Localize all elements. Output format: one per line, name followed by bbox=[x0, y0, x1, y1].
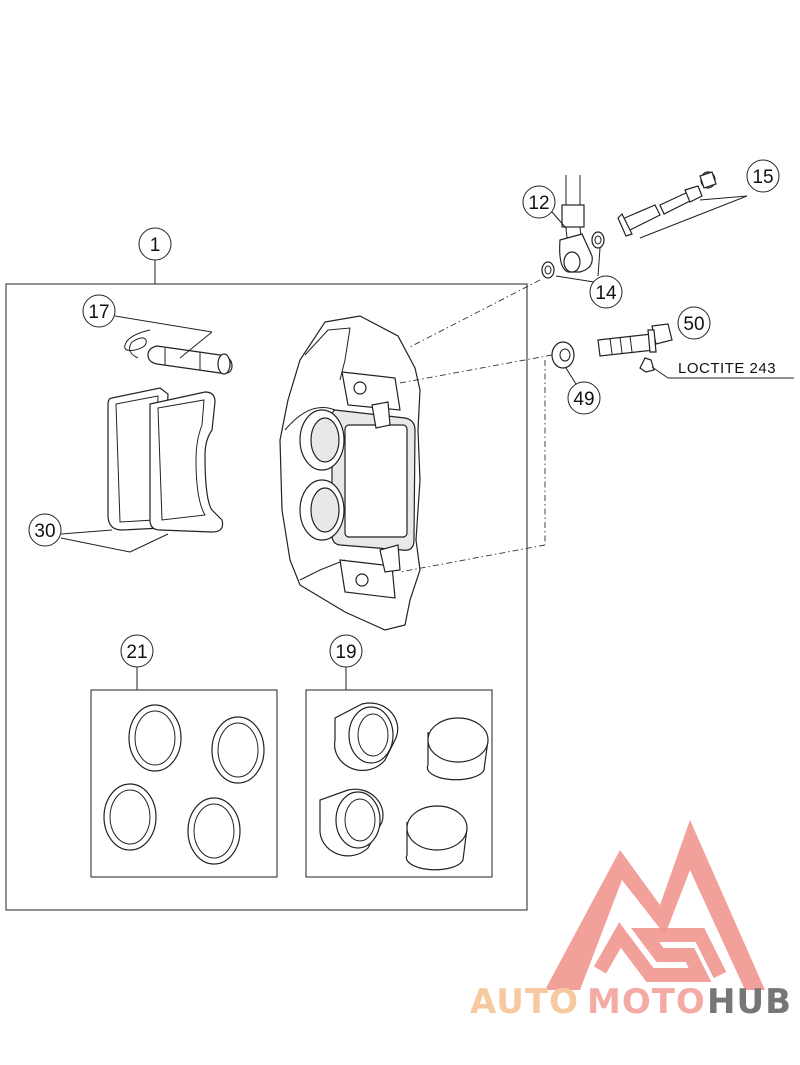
bleed-valve bbox=[617, 171, 717, 237]
watermark-moto: MOTO bbox=[587, 982, 706, 1022]
piston-seals-kit: 21 bbox=[90, 634, 278, 878]
svg-text:LOCTITE 243: LOCTITE 243 bbox=[678, 360, 776, 377]
callout-49: 49 bbox=[565, 367, 601, 415]
svg-text:30: 30 bbox=[34, 521, 55, 542]
callout-17: 17 bbox=[82, 294, 213, 359]
callout-50: 50 bbox=[677, 306, 711, 340]
svg-text:17: 17 bbox=[88, 302, 109, 323]
svg-text:1: 1 bbox=[150, 235, 161, 256]
watermark-hub: HUB bbox=[707, 982, 792, 1022]
svg-text:12: 12 bbox=[528, 193, 549, 214]
brake-pin bbox=[147, 345, 233, 375]
svg-text:50: 50 bbox=[683, 314, 704, 335]
watermark-logo bbox=[545, 820, 765, 990]
sealing-washers bbox=[541, 231, 605, 279]
brake-pads bbox=[107, 387, 224, 533]
svg-text:14: 14 bbox=[595, 283, 617, 304]
caliper-body bbox=[279, 315, 421, 631]
brake-line bbox=[559, 175, 593, 273]
callout-14: 14 bbox=[555, 247, 623, 309]
assembly-lines bbox=[399, 279, 553, 573]
svg-text:15: 15 bbox=[752, 167, 773, 188]
automotohub-watermark: AUTO MOTO HUB bbox=[470, 820, 792, 1022]
svg-text:49: 49 bbox=[573, 389, 594, 410]
loctite-note: LOCTITE 243 bbox=[639, 357, 794, 379]
callout-19: 19 bbox=[335, 642, 356, 663]
callout-12: 12 bbox=[522, 185, 567, 229]
callout-1: 1 bbox=[138, 227, 172, 284]
callout-30: 30 bbox=[28, 513, 169, 553]
callout-15: 15 bbox=[639, 159, 780, 239]
pistons-kit: 19 bbox=[305, 634, 493, 878]
mounting-bolt bbox=[597, 323, 673, 357]
spring-clip bbox=[124, 329, 151, 359]
washer bbox=[551, 341, 575, 369]
watermark-auto: AUTO bbox=[470, 982, 579, 1022]
callout-21: 21 bbox=[126, 642, 147, 663]
assembly-frame bbox=[5, 283, 528, 911]
